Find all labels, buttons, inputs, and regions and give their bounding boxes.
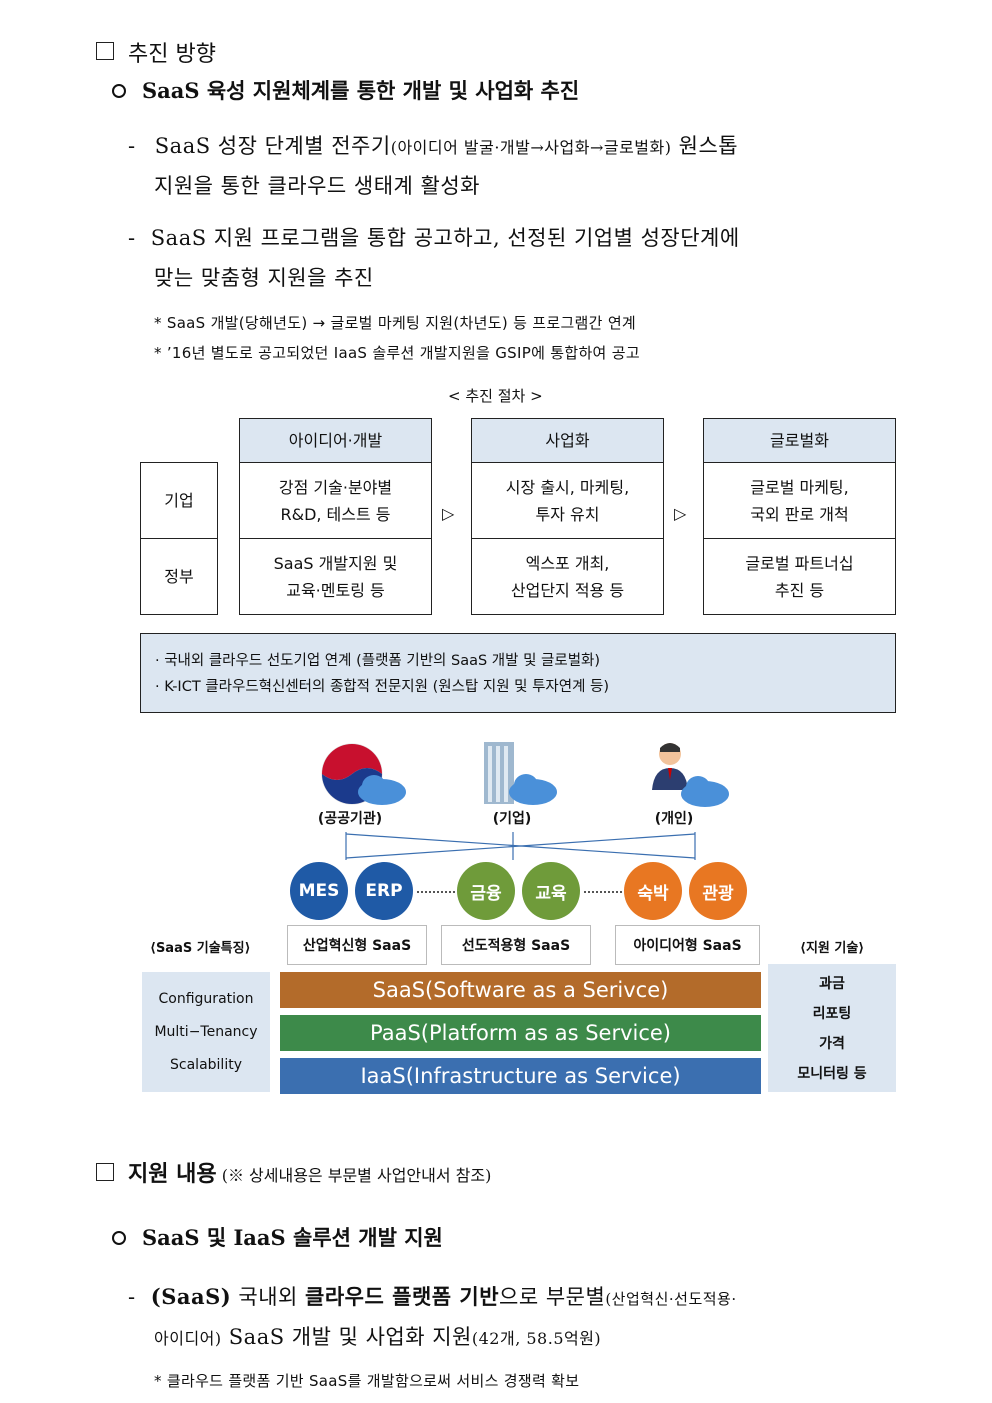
layer-paas: PaaS(Platform as as Service) bbox=[280, 1015, 761, 1051]
bullet-heading: SaaS 육성 지원체계를 통한 개발 및 사업화 추진 bbox=[142, 78, 580, 103]
label-individual: (개인) bbox=[654, 811, 694, 827]
section-title: 지원 내용 bbox=[128, 1161, 217, 1187]
dash-item-3: - (SaaS) 국내외 클라우드 플랫폼 기반으로 부문별(산업혁신·선도적용… bbox=[128, 1277, 918, 1319]
circle-finance: 금융 bbox=[457, 862, 515, 920]
dash-item-2-line2: 맞는 맞춤형 지원을 추진 bbox=[154, 266, 374, 290]
item-part1: 국내외 bbox=[231, 1285, 306, 1309]
support-billing: 과금 bbox=[819, 976, 845, 992]
support-pricing: 가격 bbox=[819, 1036, 845, 1052]
item-line2b: SaaS 개발 및 사업화 지원 bbox=[221, 1325, 472, 1349]
dash-mark: - bbox=[128, 134, 136, 158]
dash-item-2: - SaaS 지원 프로그램을 통합 공고하고, 선정된 기업별 성장단계에 bbox=[128, 218, 908, 258]
note-2: * ’16년 별도로 공고되었던 IaaS 솔루션 개발지원을 GSIP에 통합… bbox=[154, 344, 640, 362]
row-label-government: 정부 bbox=[140, 538, 218, 615]
circle-erp: ERP bbox=[355, 862, 413, 920]
cell-company-idea: 강점 기술·분야별 R&D, 테스트 등 bbox=[239, 462, 432, 539]
left-title: ⟨SaaS 기술특징⟩ bbox=[150, 941, 251, 956]
label-company: (기업) bbox=[492, 811, 532, 827]
section-title: 추진 방향 bbox=[128, 42, 216, 67]
person-icon bbox=[650, 740, 730, 808]
stage-header-commercialize: 사업화 bbox=[471, 418, 664, 463]
connection-lines bbox=[345, 832, 696, 860]
tag-industry-saas: 산업혁신형 SaaS bbox=[287, 925, 427, 965]
circle-education: 교육 bbox=[522, 862, 580, 920]
arrow-right-icon: ▷ bbox=[674, 504, 687, 523]
circle-tourism: 관광 bbox=[689, 862, 747, 920]
features-box: Configuration Multi−Tenancy Scalability bbox=[142, 972, 270, 1092]
note-3: * 클라우드 플랫폼 기반 SaaS를 개발함으로써 서비스 경쟁력 확보 bbox=[154, 1372, 580, 1390]
circle-mes: MES bbox=[290, 862, 348, 920]
cell-gov-commercialize: 엑스포 개최, 산업단지 적용 등 bbox=[471, 538, 664, 615]
item-line2c: (42개, 58.5억원) bbox=[471, 1329, 602, 1348]
item-paren: (산업혁신·선도적용· bbox=[605, 1290, 737, 1308]
summary-box: · 국내외 클라우드 선도기업 연계 (플랫폼 기반의 SaaS 개발 및 글로… bbox=[140, 633, 896, 713]
feature-multitenancy: Multi−Tenancy bbox=[154, 1023, 258, 1040]
item-bold-lead: (SaaS) bbox=[150, 1284, 232, 1309]
feature-configuration: Configuration bbox=[158, 990, 254, 1007]
item-part2: 으로 부문별 bbox=[499, 1285, 606, 1309]
item-bold-mid: 클라우드 플랫폼 기반 bbox=[305, 1284, 500, 1309]
dash-mark: - bbox=[128, 1285, 136, 1309]
building-icon bbox=[478, 738, 558, 808]
cell-gov-global: 글로벌 파트너십 추진 등 bbox=[703, 538, 896, 615]
feature-scalability: Scalability bbox=[170, 1057, 242, 1074]
item-lead: SaaS 성장 단계별 전주기 bbox=[154, 134, 391, 158]
summary-line-2: · K-ICT 클라우드혁신센터의 종합적 전문지원 (원스탑 지원 및 투자연… bbox=[155, 679, 610, 695]
item-tail: 원스톱 bbox=[671, 134, 739, 158]
cell-company-commercialize: 시장 출시, 마케팅, 투자 유치 bbox=[471, 462, 664, 539]
dash-item-3-line2: 아이디어) SaaS 개발 및 사업화 지원(42개, 58.5억원) bbox=[154, 1317, 601, 1359]
support-box: 과금 리포팅 가격 모니터링 등 bbox=[768, 964, 896, 1092]
label-public: (공공기관) bbox=[317, 811, 383, 827]
item-line1: SaaS 지원 프로그램을 통합 공고하고, 선정된 기업별 성장단계에 bbox=[150, 226, 740, 250]
right-title: ⟨지원 기술⟩ bbox=[800, 941, 865, 956]
support-monitoring: 모니터링 등 bbox=[797, 1066, 867, 1082]
summary-line-1: · 국내외 클라우드 선도기업 연계 (플랫폼 기반의 SaaS 개발 및 글로… bbox=[155, 653, 601, 669]
layer-saas: SaaS(Software as a Serivce) bbox=[280, 972, 761, 1008]
tag-leading-saas: 선도적용형 SaaS bbox=[441, 925, 591, 965]
item-line2a: 아이디어) bbox=[154, 1329, 222, 1348]
cell-gov-idea: SaaS 개발지원 및 교육·멘토링 등 bbox=[239, 538, 432, 615]
layer-iaas: IaaS(Infrastructure as Service) bbox=[280, 1058, 761, 1094]
stage-header-idea: 아이디어·개발 bbox=[239, 418, 432, 463]
note-1: * SaaS 개발(당해년도) → 글로벌 마케팅 지원(차년도) 등 프로그램… bbox=[154, 314, 637, 332]
dash-item-1: - SaaS 성장 단계별 전주기(아이디어 발굴·개발→사업화→글로벌화) 원… bbox=[128, 126, 908, 168]
dotted-connector bbox=[584, 891, 622, 893]
checkbox-square-icon bbox=[96, 1163, 114, 1181]
bullet-heading-2: SaaS 및 IaaS 솔루션 개발 지원 bbox=[142, 1225, 443, 1250]
item-paren: (아이디어 발굴·개발→사업화→글로벌화) bbox=[390, 138, 672, 157]
bullet-circle-icon bbox=[112, 84, 126, 98]
stage-header-global: 글로벌화 bbox=[703, 418, 896, 463]
section-title-note: (※ 상세내용은 부문별 사업안내서 참조) bbox=[221, 1166, 492, 1185]
support-reporting: 리포팅 bbox=[812, 1006, 852, 1022]
row-label-company: 기업 bbox=[140, 462, 218, 539]
circle-lodging: 숙박 bbox=[624, 862, 682, 920]
dotted-connector bbox=[417, 891, 455, 893]
arrow-right-icon: ▷ bbox=[442, 504, 455, 523]
dash-item-1-line2: 지원을 통한 클라우드 생태계 활성화 bbox=[154, 174, 480, 198]
dash-mark: - bbox=[128, 226, 136, 250]
government-emblem-icon bbox=[318, 742, 408, 808]
tag-idea-saas: 아이디어형 SaaS bbox=[615, 925, 760, 965]
bullet-circle-icon bbox=[112, 1231, 126, 1245]
procedure-caption: < 추진 절차 > bbox=[448, 387, 543, 405]
cell-company-global: 글로벌 마케팅, 국외 판로 개척 bbox=[703, 462, 896, 539]
checkbox-square-icon bbox=[96, 42, 114, 60]
section2-title-line: 지원 내용 (※ 상세내용은 부문별 사업안내서 참조) bbox=[128, 1156, 491, 1188]
